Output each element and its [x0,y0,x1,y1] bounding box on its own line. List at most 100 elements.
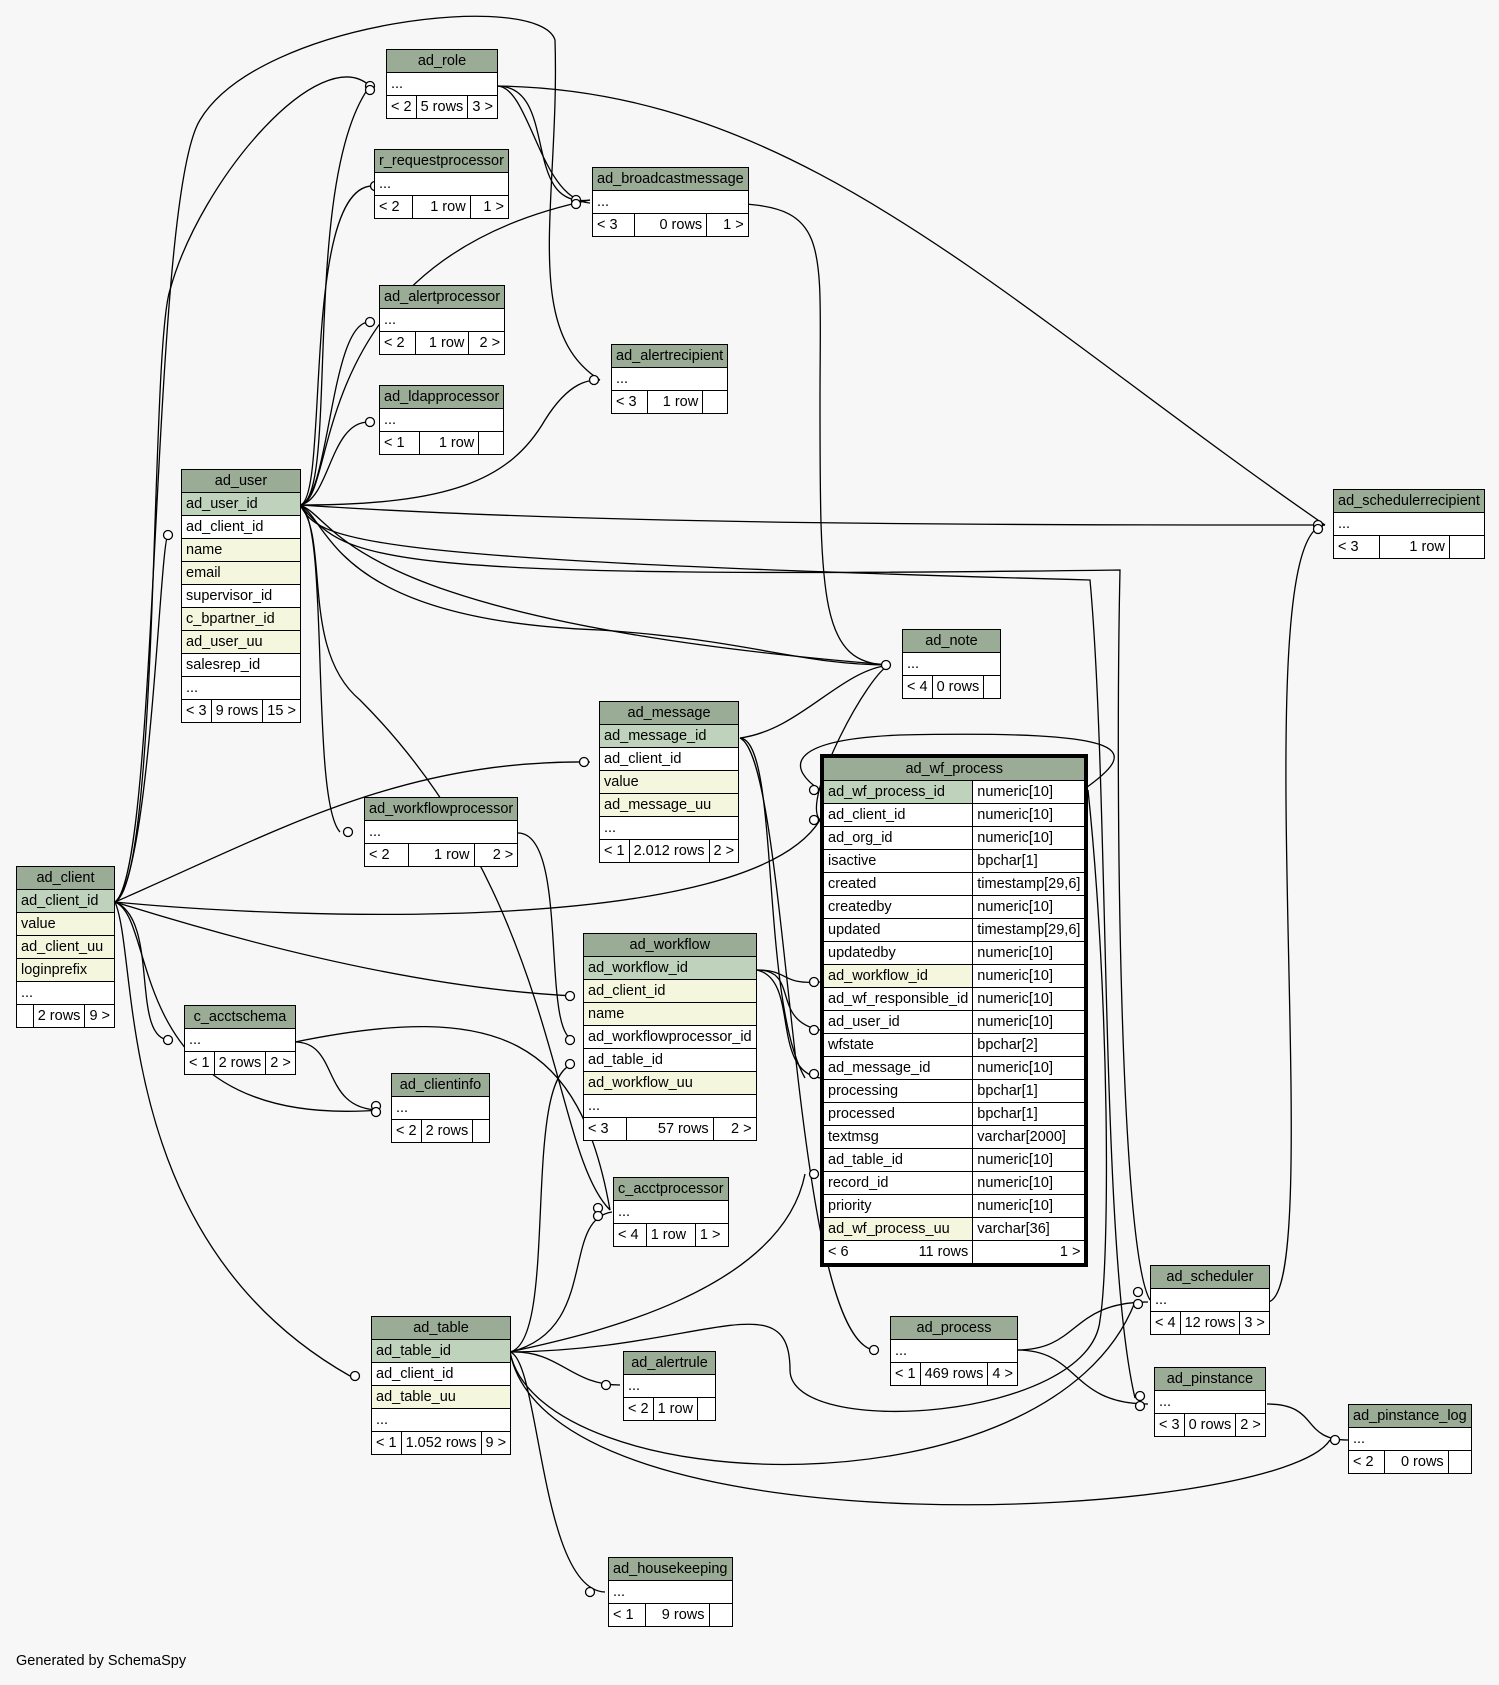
table-ad_workflow[interactable]: ad_workflow ad_workflow_id ad_client_id … [583,933,757,1141]
table-column: ad_client_id [370,1362,512,1386]
table-ad_user[interactable]: ad_user ad_user_id ad_client_id name ema… [181,469,301,723]
table-column: ... [613,1200,729,1224]
column-type: bpchar[1] [972,1079,1087,1103]
table-footer-prev: < 1 [371,1431,402,1455]
table-ad_message[interactable]: ad_message ad_message_id ad_client_id va… [598,701,740,863]
table-column: ... [1150,1288,1270,1312]
table-footer-prev: < 4 [613,1223,647,1247]
table-column: ... [598,816,740,840]
table-column: ad_table_uu [370,1385,512,1409]
table-column: ... [608,1580,733,1604]
column-type: numeric[10] [972,964,1087,988]
table-footer-next: 3 > [1239,1311,1270,1335]
table-footer-prev: < 2 [386,95,417,119]
table-footer-rows: 1 row [647,390,704,414]
table-footer-prev: < 2 [391,1119,422,1143]
table-column: ad_client_id [181,515,301,539]
table-title: ad_ldapprocessor [378,385,505,409]
table-title: ad_alertrule [623,1351,716,1375]
table-footer-rows: 57 rows [625,1117,714,1141]
column-type: numeric[10] [972,1056,1087,1080]
column-name: ad_wf_process_uu [821,1217,974,1241]
table-title: ad_alertprocessor [378,285,506,309]
footer-prev-text: < 6 [828,1244,849,1260]
table-column: ad_client_id [16,889,115,913]
table-footer-prev: < 3 [592,213,635,237]
table-footer-next [702,390,729,414]
table-footer-prev: < 1 [184,1051,215,1075]
column-name: record_id [821,1171,974,1195]
column-type: timestamp[29,6] [972,918,1087,942]
table-footer-next [1447,1450,1472,1474]
table-title: ad_alertrecipient [610,344,729,368]
table-footer-next: 2 > [473,843,519,867]
table-title: ad_workflow [583,933,757,957]
table-ad_table[interactable]: ad_table ad_table_id ad_client_id ad_tab… [370,1316,512,1455]
table-column: ad_client_id [598,747,740,771]
table-footer-prev: < 1 [379,431,420,455]
table-footer-rows: 0 rows [931,675,985,699]
table-title: ad_schedulerrecipient [1333,489,1485,513]
table-footer-next [708,1603,733,1627]
column-name: priority [821,1194,974,1218]
table-title: ad_clientinfo [391,1073,490,1097]
column-type: timestamp[29,6] [972,872,1087,896]
column-type: bpchar[2] [972,1033,1087,1057]
table-footer-rows: 5 rows [415,95,469,119]
table-footer-next: 1 > [694,1223,729,1247]
column-name: ad_wf_responsible_id [821,987,974,1011]
table-column: ad_workflowprocessor_id [583,1025,757,1049]
table-footer-rows: 1 row [418,431,480,455]
zero-marker-icons [162,80,1341,1598]
column-type: numeric[10] [972,1171,1087,1195]
table-footer-prev: < 2 [373,195,414,219]
table-footer-prev: < 2 [623,1397,654,1421]
table-footer-rows: 1 row [407,843,475,867]
table-title: ad_pinstance_log [1348,1404,1472,1428]
table-column: ... [181,676,301,700]
table-column: ... [374,172,509,196]
column-type: numeric[10] [972,941,1087,965]
column-name: processed [821,1102,974,1126]
column-name: isactive [821,849,974,873]
column-type: numeric[10] [972,895,1087,919]
table-column: ... [592,190,749,214]
table-title: r_requestprocessor [374,149,509,173]
table-footer-next: 2 > [712,1117,757,1141]
table-footer-prev: < 1 [890,1362,921,1386]
table-column: ad_client_uu [16,935,115,959]
table-footer-prev [16,1004,34,1028]
table-column: ... [184,1028,296,1052]
column-name: ad_workflow_id [821,964,974,988]
table-column: ad_workflow_uu [583,1071,757,1095]
table-column: ... [391,1096,490,1120]
table-footer-next: 9 > [480,1431,512,1455]
table-title: ad_message [598,701,740,725]
table-footer-rows: 2 rows [420,1119,474,1143]
table-footer-next: 2 > [1235,1413,1266,1437]
table-footer-prev: < 4 [902,675,933,699]
table-ad_client[interactable]: ad_client ad_client_id value ad_client_u… [16,866,115,1028]
table-title: ad_table [370,1316,512,1340]
table-footer-next: 1 > [469,195,509,219]
